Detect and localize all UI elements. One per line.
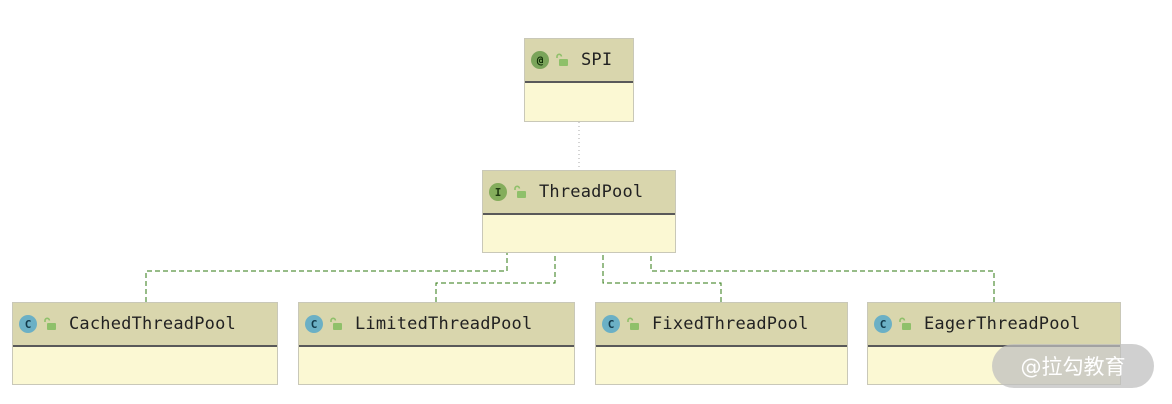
interface-icon: I	[489, 183, 507, 201]
unlocked-icon	[627, 317, 639, 330]
unlocked-icon	[899, 317, 911, 330]
node-threadpool-name: ThreadPool	[539, 182, 644, 202]
class-icon: C	[602, 315, 620, 333]
class-icon: C	[874, 315, 892, 333]
node-cachedthreadpool-header: C CachedThreadPool	[13, 303, 277, 347]
node-threadpool-header: I ThreadPool	[483, 171, 675, 215]
node-cachedthreadpool-name: CachedThreadPool	[69, 314, 236, 334]
edge-limited-threadpool	[435, 242, 561, 302]
edge-eager-threadpool	[645, 242, 995, 302]
node-eagerthreadpool-header: C EagerThreadPool	[868, 303, 1120, 347]
class-icon: C	[305, 315, 323, 333]
node-threadpool[interactable]: I ThreadPool	[482, 170, 676, 253]
unlocked-icon	[44, 317, 56, 330]
unlocked-icon	[330, 317, 342, 330]
node-eagerthreadpool-name: EagerThreadPool	[924, 314, 1081, 334]
node-fixedthreadpool[interactable]: C FixedThreadPool	[595, 302, 848, 385]
node-limitedthreadpool-header: C LimitedThreadPool	[299, 303, 574, 347]
class-icon: C	[19, 315, 37, 333]
watermark: @拉勾教育	[992, 344, 1154, 388]
node-spi[interactable]: @ SPI	[524, 38, 634, 122]
unlocked-icon	[556, 53, 568, 66]
node-limitedthreadpool[interactable]: C LimitedThreadPool	[298, 302, 575, 385]
node-limitedthreadpool-name: LimitedThreadPool	[355, 314, 533, 334]
node-fixedthreadpool-name: FixedThreadPool	[652, 314, 809, 334]
edge-fixed-threadpool	[597, 242, 722, 302]
node-cachedthreadpool[interactable]: C CachedThreadPool	[12, 302, 278, 385]
node-fixedthreadpool-header: C FixedThreadPool	[596, 303, 847, 347]
edge-cached-threadpool	[145, 242, 513, 302]
annotation-icon: @	[531, 51, 549, 69]
node-spi-name: SPI	[581, 50, 613, 70]
node-spi-header: @ SPI	[525, 39, 633, 83]
unlocked-icon	[514, 185, 526, 198]
